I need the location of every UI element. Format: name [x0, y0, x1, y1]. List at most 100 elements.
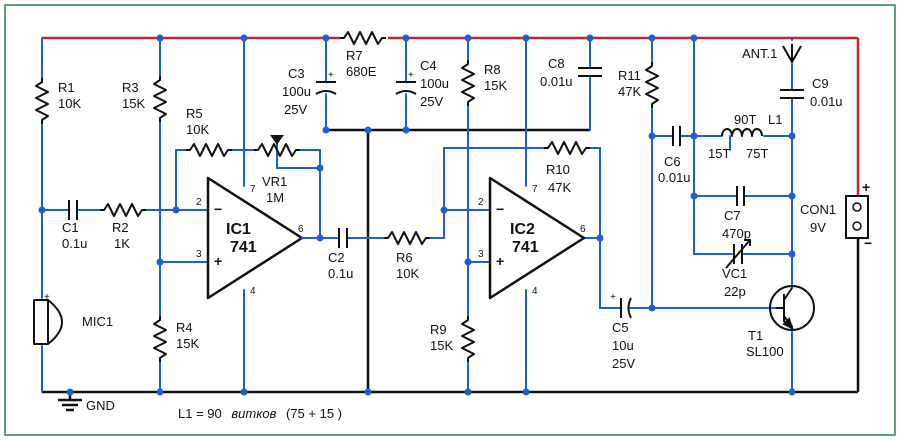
con1-ref: CON1: [800, 202, 836, 217]
r6-value: 10K: [396, 266, 419, 281]
capacitor-c2: [338, 228, 348, 248]
vc1-value: 22p: [724, 284, 746, 299]
ic2-pin4: 4: [532, 286, 538, 297]
l1-ref: L1: [768, 112, 782, 127]
t1-ref: T1: [748, 328, 763, 343]
r7-ref: R7: [346, 48, 363, 63]
ic2-inv-sign: −: [496, 201, 504, 217]
con1-minus: −: [864, 235, 872, 251]
capacitor-c3: +: [315, 70, 337, 95]
c7-ref: C7: [724, 208, 741, 223]
ic2-pin7: 7: [532, 184, 538, 195]
wires-ic1-bias: [159, 37, 209, 393]
r5-ref: R5: [186, 106, 203, 121]
ic1-ref: IC1: [226, 221, 251, 238]
mic1-label: MIC1: [82, 314, 113, 329]
ic2-pin2: 2: [478, 197, 484, 208]
c4-value: 100u: [420, 76, 449, 91]
c3-ref: C3: [288, 66, 305, 81]
r3-ref: R3: [122, 80, 139, 95]
r6-ref: R6: [396, 250, 413, 265]
c8-ref: C8: [548, 56, 565, 71]
coil-note-suffix: (75 + 15 ): [286, 406, 342, 421]
ic2-pin6: 6: [580, 224, 586, 235]
r5-value: 10K: [186, 122, 209, 137]
ic1-inv-sign: −: [214, 201, 222, 217]
l1-tap-a: 15T: [708, 146, 730, 161]
vr1-value: 1M: [266, 190, 284, 205]
r3-value: 15K: [122, 96, 145, 111]
c5-ref: C5: [612, 320, 629, 335]
r9-value: 15K: [430, 338, 453, 353]
gnd-label: GND: [86, 398, 115, 413]
r2-value: 1K: [114, 236, 130, 251]
c3-voltage: 25V: [284, 102, 307, 117]
r10-ref: R10: [546, 162, 570, 177]
antenna-ant1: [782, 44, 802, 63]
ic2-pin3: 3: [478, 249, 484, 260]
resistor-r7: [339, 31, 387, 45]
resistor-r1: [35, 77, 49, 125]
r1-value: 10K: [58, 96, 81, 111]
resistor-r5: [185, 143, 233, 157]
l1-turns: 90T: [734, 112, 756, 127]
svg-text:+: +: [408, 70, 414, 81]
drawing-border: [4, 4, 896, 436]
r10-value: 47K: [548, 180, 571, 195]
t1-part: SL100: [746, 344, 784, 359]
c8-value: 0.01u: [540, 74, 573, 89]
r4-value: 15K: [176, 336, 199, 351]
ic1-pin3: 3: [196, 249, 202, 260]
r9-ref: R9: [430, 322, 447, 337]
capacitor-c9: [780, 89, 804, 99]
capacitor-c5: +: [610, 292, 632, 319]
svg-text:+: +: [328, 70, 334, 81]
potentiometer-vr1: [253, 135, 301, 157]
resistor-r9: [461, 315, 475, 363]
coil-note: L1 = 90 витков (75 + 15 ): [178, 406, 342, 421]
ic1-pin2: 2: [196, 197, 202, 208]
c9-ref: C9: [812, 76, 829, 91]
ic1-pin6: 6: [298, 224, 304, 235]
coil-note-word: витков: [231, 406, 276, 421]
r2-ref: R2: [112, 220, 129, 235]
con1-plus: +: [862, 179, 870, 195]
vc1-ref: VC1: [722, 266, 747, 281]
r11-ref: R11: [618, 68, 641, 83]
wires-oscillator: [629, 37, 793, 393]
capacitor-c1: [68, 200, 78, 220]
opamp-ic1: [206, 176, 304, 300]
c2-ref: C2: [328, 250, 345, 265]
microphone-mic1: +: [33, 292, 63, 345]
capacitor-c7: [736, 186, 745, 206]
r11-value: 47K: [618, 84, 641, 99]
resistor-r6: [383, 231, 431, 245]
wires-ic2: [443, 37, 621, 393]
svg-text:+: +: [44, 292, 50, 303]
r7-value: 680E: [346, 64, 377, 79]
resistor-r8: [461, 59, 475, 107]
con1-value: 9V: [810, 220, 826, 235]
inductor-l1: [721, 128, 763, 151]
c1-value: 0.1u: [62, 236, 87, 251]
ant1-label: ANT.1: [742, 46, 777, 61]
resistor-r10: [543, 141, 591, 155]
c6-value: 0.01u: [658, 170, 691, 185]
ic1-part: 741: [230, 239, 257, 256]
resistor-r3: [153, 75, 167, 123]
variable-capacitor-vc1: [725, 239, 751, 269]
resistor-r2: [99, 203, 147, 217]
capacitor-c6: [672, 126, 681, 146]
c3-value: 100u: [282, 84, 311, 99]
connector-con1: [845, 195, 869, 239]
capacitor-c4: +: [395, 70, 417, 95]
vr1-ref: VR1: [262, 174, 287, 189]
c4-voltage: 25V: [420, 94, 443, 109]
c5-value: 10u: [612, 338, 634, 353]
coil-note-prefix: L1 = 90: [178, 406, 222, 421]
resistor-r11: [645, 61, 659, 109]
capacitor-c8: [578, 67, 602, 77]
wires-supply-filter: [325, 37, 407, 131]
r4-ref: R4: [176, 320, 193, 335]
